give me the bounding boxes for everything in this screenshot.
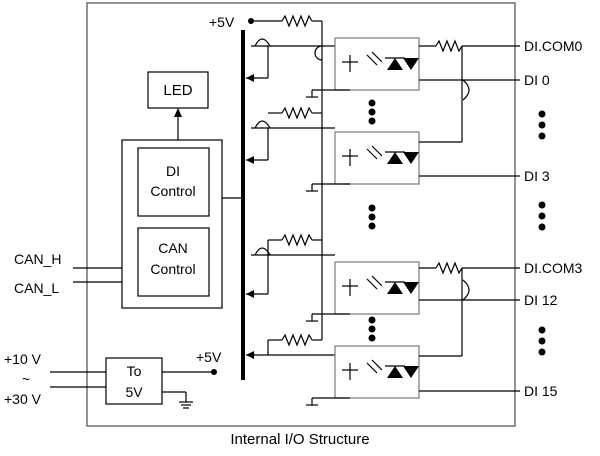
external-ellipsis-2	[538, 201, 546, 231]
input-resistor	[435, 39, 463, 53]
optocoupler	[334, 261, 420, 315]
pullup-resistor	[281, 106, 313, 120]
power-converter-label-2: 5V	[125, 384, 143, 400]
can-control-label-1: CAN	[158, 240, 188, 256]
led-diode-1	[387, 152, 403, 164]
module-frame	[86, 2, 516, 427]
internal-ellipsis-middle	[368, 204, 376, 230]
channel-di0	[246, 37, 520, 101]
can-control-block	[137, 227, 210, 297]
channel-di12	[246, 233, 520, 322]
light-ray-1	[366, 278, 378, 290]
power-converter-block	[105, 357, 163, 405]
channel-di15	[246, 268, 520, 406]
light-ray-2	[371, 145, 383, 157]
led-arrow-head	[174, 108, 182, 117]
di-bridge	[462, 79, 470, 101]
di-control-label-1: DI	[166, 163, 180, 179]
internal-ellipsis-lower	[368, 316, 376, 342]
led-diode-2	[403, 366, 419, 378]
vin-tilde: ~	[22, 372, 30, 387]
led-diode-1	[387, 58, 403, 70]
led-diode-1	[387, 282, 403, 294]
label-di-com3: DI.COM3	[524, 260, 583, 276]
rail-hop	[314, 45, 323, 61]
optocoupler	[334, 131, 420, 185]
label-di12: DI 12	[524, 292, 558, 308]
led-diode-2	[403, 58, 419, 70]
label-di15: DI 15	[524, 383, 558, 399]
label-di-com0: DI.COM0	[524, 38, 583, 54]
controller-block	[121, 139, 223, 309]
optocoupler	[334, 37, 420, 91]
can-l-label: CAN_L	[14, 280, 59, 296]
external-ellipsis-1	[538, 110, 546, 140]
vout-label: +5V	[196, 349, 222, 365]
vout-node	[211, 369, 217, 375]
label-di3: DI 3	[524, 168, 550, 184]
di-control-block	[137, 147, 210, 217]
optocoupler	[334, 345, 420, 399]
input-arrow-head	[246, 290, 254, 298]
vin-top-label: +10 V	[4, 351, 42, 367]
pullup-resistor-top	[281, 14, 313, 28]
bus-bridge	[254, 38, 271, 47]
input-arrow-head	[246, 351, 254, 359]
light-ray-1	[366, 54, 378, 66]
bus-bridge	[254, 247, 271, 256]
can-control-label-2: Control	[150, 261, 195, 277]
bus-bridge	[254, 120, 271, 129]
label-di0: DI 0	[524, 72, 550, 88]
internal-ellipsis-upper	[368, 99, 376, 125]
input-resistor	[435, 261, 463, 275]
pullup-resistor	[281, 233, 313, 247]
led-diode-2	[403, 282, 419, 294]
led-diode-2	[403, 152, 419, 164]
input-arrow-head	[246, 74, 254, 82]
light-ray-2	[371, 51, 383, 63]
channel-di3	[246, 46, 520, 192]
can-h-label: CAN_H	[14, 251, 61, 267]
vcc-top-label: +5V	[209, 14, 235, 30]
light-ray-1	[366, 148, 378, 160]
di-bridge	[462, 279, 470, 301]
power-converter-label-1: To	[127, 363, 142, 379]
diagram-caption: Internal I/O Structure	[230, 431, 369, 448]
input-arrow-head	[246, 156, 254, 164]
di-control-label-2: Control	[150, 183, 195, 199]
external-ellipsis-3	[538, 326, 546, 356]
led-diode-1	[387, 366, 403, 378]
vin-bottom-label: +30 V	[4, 391, 42, 407]
light-ray-1	[366, 362, 378, 374]
led-label: LED	[163, 82, 192, 99]
pullup-resistor	[281, 333, 313, 347]
light-ray-2	[371, 275, 383, 287]
light-ray-2	[371, 359, 383, 371]
